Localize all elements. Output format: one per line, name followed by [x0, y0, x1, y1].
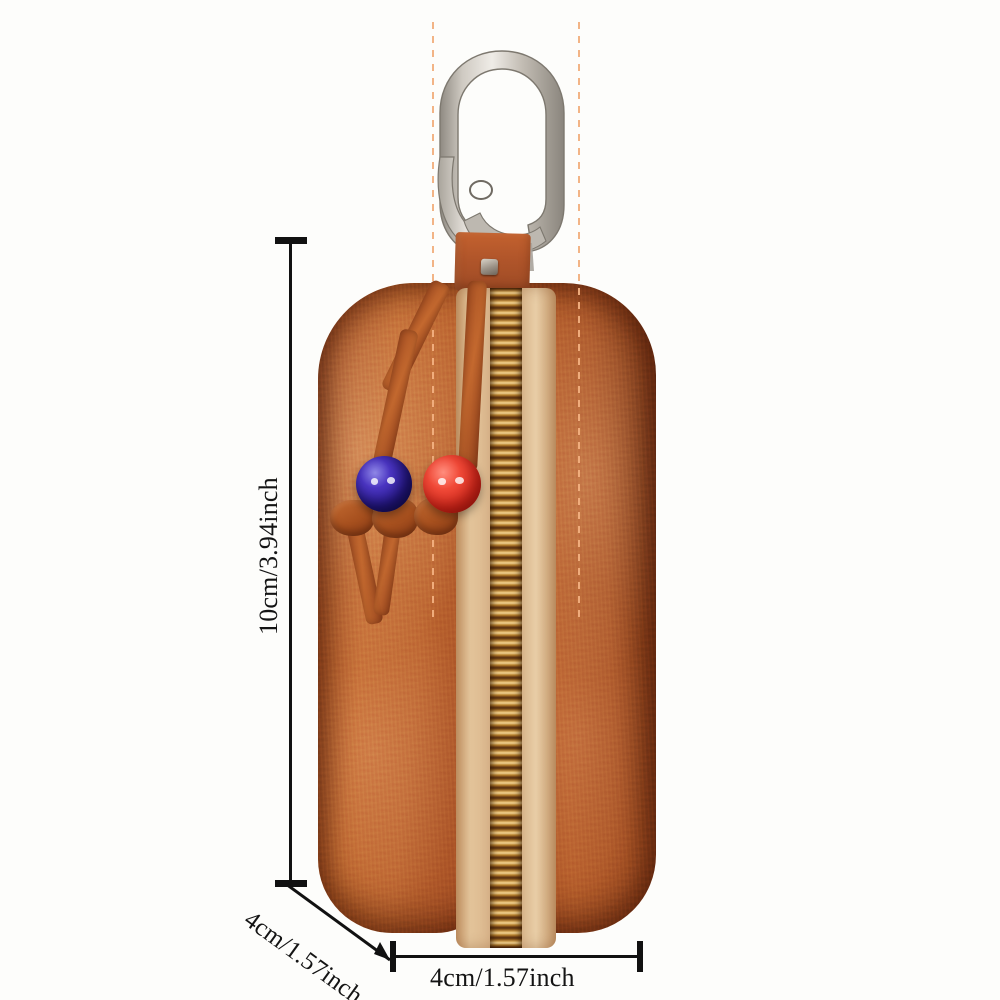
leather-attachment-tab — [454, 232, 531, 294]
bead-highlight — [386, 477, 396, 484]
width-dimension-cap-right — [637, 941, 643, 972]
red-bead — [423, 455, 481, 513]
rivet-icon — [480, 258, 499, 276]
width-dimension-label: 4cm/1.57inch — [430, 963, 575, 992]
height-dimension-label: 10cm/3.94inch — [254, 477, 283, 635]
depth-dimension-arrow — [285, 882, 391, 962]
bead-highlight — [438, 478, 446, 485]
width-dimension-cap-left — [390, 941, 396, 972]
bead-highlight — [370, 478, 378, 485]
zipper-teeth — [490, 288, 522, 948]
height-dimension-line — [289, 237, 292, 887]
height-dimension-cap-top — [275, 237, 307, 244]
bead-highlight — [454, 477, 464, 484]
blue-bead — [356, 456, 412, 512]
stitch-line-right — [578, 22, 580, 622]
height-dimension-cap-bottom — [275, 880, 307, 887]
zipper-tape-right — [516, 288, 556, 948]
width-dimension-line — [392, 955, 640, 958]
